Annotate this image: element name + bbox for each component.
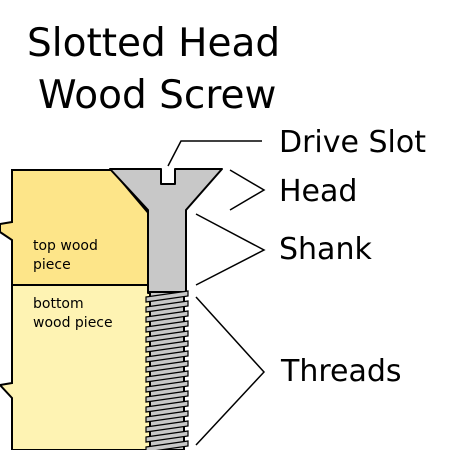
top-wood-label-line-1: top wood bbox=[33, 238, 98, 254]
head-label: Head bbox=[279, 174, 357, 209]
shank-bracket bbox=[195, 213, 266, 286]
drive-slot-leader bbox=[167, 140, 262, 167]
thread-ridge bbox=[145, 400, 189, 413]
thread-ridge bbox=[145, 440, 189, 450]
threads-label: Threads bbox=[280, 354, 402, 389]
thread-ridge bbox=[145, 310, 189, 323]
title-line-1: Slotted Head bbox=[27, 21, 280, 66]
thread-ridge bbox=[145, 390, 189, 403]
screw-head-and-shank bbox=[109, 168, 223, 294]
thread-ridge bbox=[145, 330, 189, 343]
thread-ridge bbox=[145, 410, 189, 423]
screw-threads bbox=[145, 290, 189, 450]
title-line-2: Wood Screw bbox=[38, 73, 276, 118]
thread-ridge bbox=[145, 340, 189, 353]
thread-ridge bbox=[145, 380, 189, 393]
thread-ridge bbox=[145, 320, 189, 333]
head-bracket bbox=[229, 169, 266, 211]
top-wood-label-line-2: piece bbox=[33, 257, 71, 273]
shank-label: Shank bbox=[279, 232, 372, 267]
thread-ridge bbox=[145, 290, 189, 303]
bottom-wood-label-line-2: wood piece bbox=[33, 315, 113, 331]
thread-ridge bbox=[145, 370, 189, 383]
drive-slot-label: Drive Slot bbox=[279, 125, 426, 160]
thread-ridge bbox=[145, 350, 189, 363]
thread-ridge bbox=[145, 360, 189, 373]
thread-ridge bbox=[145, 430, 189, 443]
bottom-wood-label-line-1: bottom bbox=[33, 296, 84, 312]
thread-ridge bbox=[145, 300, 189, 313]
thread-ridge bbox=[145, 420, 189, 433]
threads-bracket bbox=[195, 296, 266, 446]
